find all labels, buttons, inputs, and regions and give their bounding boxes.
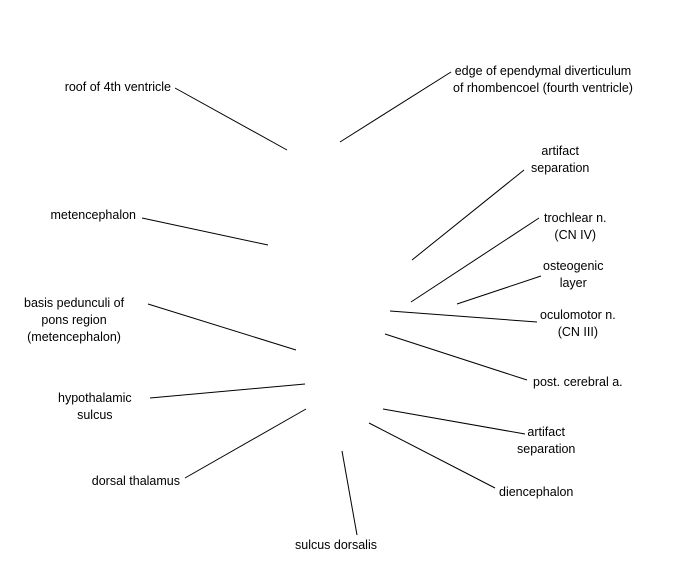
label-line: basis pedunculi of <box>24 296 125 310</box>
leader-oculomotor <box>389 310 538 323</box>
label-line: sulcus dorsalis <box>295 538 377 552</box>
leader-basis-pedunculi <box>147 303 297 351</box>
label-artifact-separation-top: artifact separation <box>531 143 589 177</box>
leader-edge-ependymal <box>339 71 452 143</box>
label-line: pons region <box>41 313 107 327</box>
label-edge-of-ependymal-diverticulum: edge of ependymal diverticulum of rhombe… <box>453 63 633 97</box>
leader-hypothalamic <box>149 383 306 399</box>
label-metencephalon: metencephalon <box>51 207 136 224</box>
leader-osteogenic <box>456 275 542 305</box>
label-line: sulcus <box>77 408 113 422</box>
label-line: separation <box>531 161 590 175</box>
label-line: (CN IV) <box>554 228 597 242</box>
label-line: oculomotor n. <box>540 308 616 322</box>
leader-dorsal-thalamus <box>184 408 307 479</box>
label-line: dorsal thalamus <box>91 474 180 488</box>
label-artifact-separation-bottom: artifact separation <box>517 424 575 458</box>
label-line: (metencephalon) <box>27 330 121 344</box>
label-hypothalamic-sulcus: hypothalamic sulcus <box>58 390 132 424</box>
leader-diencephalon <box>368 422 496 489</box>
leader-artifact-bottom <box>382 408 526 435</box>
label-line: edge of ependymal diverticulum <box>454 64 632 78</box>
label-sulcus-dorsalis: sulcus dorsalis <box>295 537 377 554</box>
label-basis-pedunculi-of-pons: basis pedunculi of pons region (metencep… <box>24 295 124 346</box>
label-line: separation <box>517 442 576 456</box>
label-line: osteogenic <box>543 259 604 273</box>
leader-artifact-top <box>411 169 525 261</box>
leader-trochlear <box>410 217 540 303</box>
label-line: diencephalon <box>499 485 574 499</box>
label-osteogenic-layer: osteogenic layer <box>543 258 603 292</box>
leader-post-cerebral <box>384 333 528 381</box>
label-line: roof of 4th ventricle <box>64 80 171 94</box>
label-trochlear-nerve: trochlear n. (CN IV) <box>544 210 607 244</box>
label-line: artifact <box>541 144 579 158</box>
label-oculomotor-nerve: oculomotor n. (CN III) <box>540 307 616 341</box>
label-posterior-cerebral-artery: post. cerebral a. <box>533 374 623 391</box>
label-line: layer <box>559 276 587 290</box>
label-line: trochlear n. <box>544 211 607 225</box>
label-line: of rhombencoel (fourth ventricle) <box>453 81 633 95</box>
label-roof-of-4th-ventricle: roof of 4th ventricle <box>65 79 171 96</box>
leader-sulcus-dorsalis <box>341 450 358 536</box>
label-line: post. cerebral a. <box>533 375 623 389</box>
leader-metencephalon <box>141 217 269 246</box>
label-dorsal-thalamus: dorsal thalamus <box>92 473 180 490</box>
label-line: artifact <box>527 425 565 439</box>
label-diencephalon: diencephalon <box>499 484 573 501</box>
label-line: hypothalamic <box>58 391 132 405</box>
label-line: metencephalon <box>50 208 136 222</box>
leader-roof-4th-ventricle <box>174 87 288 151</box>
label-line: (CN III) <box>557 325 598 339</box>
